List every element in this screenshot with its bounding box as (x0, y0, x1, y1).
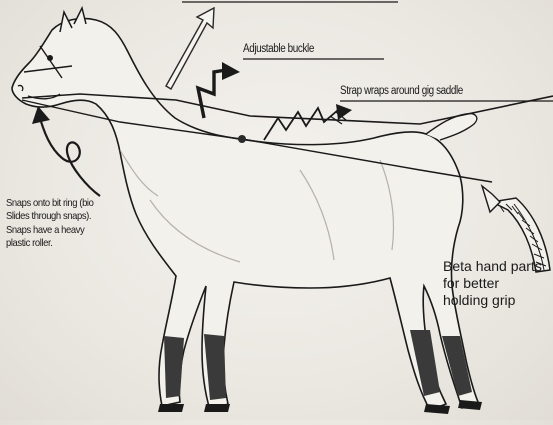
spring-arrow-icon (264, 104, 352, 140)
strap-annotation: Strap wraps around gig saddle (340, 85, 463, 97)
grip-annotation: Beta hand parts for better holding grip (443, 258, 543, 309)
curly-arrow-icon (32, 106, 100, 196)
snaps-annotation: Snaps onto bit ring (bio Slides through … (6, 197, 105, 251)
up-arrow-icon (166, 8, 214, 89)
dark-leg-front-left (164, 336, 184, 398)
buckle-annotation: Adjustable buckle (243, 43, 314, 55)
buckle-ring (238, 135, 246, 143)
